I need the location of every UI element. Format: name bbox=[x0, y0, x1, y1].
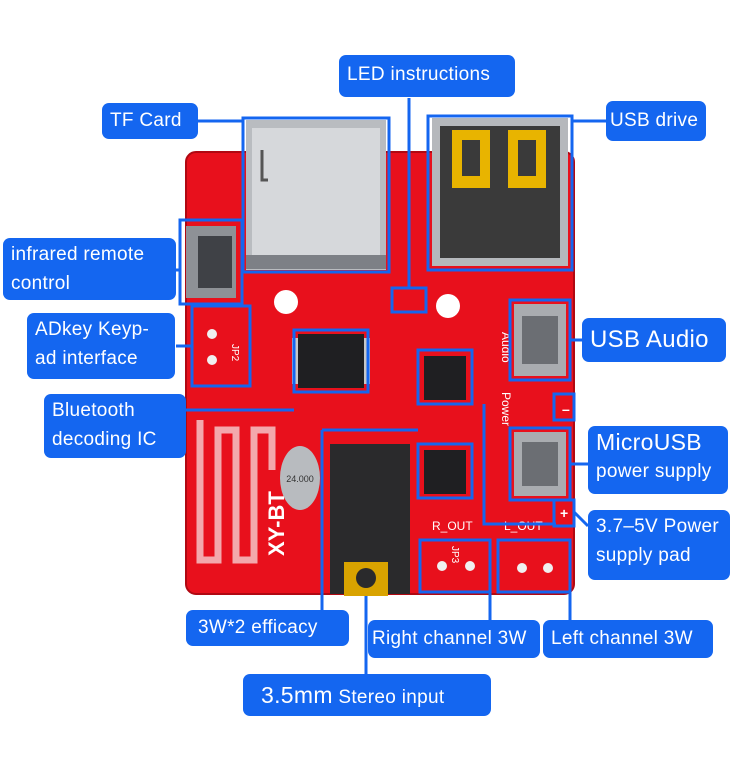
label-efficacy: 3W*2 efficacy bbox=[186, 610, 349, 646]
label-efficacy-text: 3W*2 efficacy bbox=[198, 617, 318, 638]
mount-hole bbox=[436, 294, 460, 318]
label-bluetooth-ic: Bluetooth decoding IC bbox=[44, 394, 186, 458]
board-minus-text: – bbox=[562, 401, 570, 417]
label-usb-audio: USB Audio bbox=[582, 318, 726, 362]
label-microusb-power: MicroUSB power supply bbox=[588, 426, 728, 494]
label-bluetooth-line1: Bluetooth bbox=[52, 400, 135, 421]
amplifier-ic bbox=[424, 356, 466, 494]
label-infrared-remote: infrared remote control bbox=[3, 238, 176, 300]
label-adkey-interface: ADkey Keyp- ad interface bbox=[27, 313, 175, 379]
usb-audio-port bbox=[514, 304, 566, 376]
label-infrared-line1: infrared remote bbox=[11, 244, 145, 265]
label-stereo-small: Stereo input bbox=[332, 687, 445, 708]
microusb-power-port bbox=[514, 432, 566, 496]
label-led-text: LED instructions bbox=[347, 64, 491, 85]
bluetooth-ic bbox=[292, 334, 370, 388]
bluetooth-antenna bbox=[196, 420, 276, 564]
label-adkey-line2: ad interface bbox=[35, 348, 138, 369]
mount-hole bbox=[274, 290, 298, 314]
label-power-pad-line2: supply pad bbox=[596, 545, 691, 566]
label-microusb-line1: MicroUSB bbox=[596, 429, 702, 455]
label-microusb-line2: power supply bbox=[596, 461, 712, 482]
label-tf-card: TF Card bbox=[102, 103, 198, 139]
board-jp2-text: JP2 bbox=[229, 344, 240, 362]
label-stereo-input: 3.5mm Stereo input bbox=[243, 674, 491, 716]
connector-lines bbox=[176, 98, 608, 676]
board-rout-text: R_OUT bbox=[432, 519, 473, 533]
label-usb-drive-text: USB drive bbox=[610, 110, 699, 131]
board-jp3-text: JP3 bbox=[449, 546, 460, 564]
board-brand-text: XY-BT bbox=[264, 491, 289, 556]
board-lout-text: L_OUT bbox=[504, 519, 543, 533]
label-right-channel-text: Right channel 3W bbox=[372, 628, 527, 649]
label-usb-drive: USB drive bbox=[606, 101, 706, 141]
audio-jack bbox=[330, 444, 410, 596]
label-usb-audio-text: USB Audio bbox=[590, 326, 709, 353]
label-right-channel: Right channel 3W bbox=[368, 620, 540, 658]
label-left-channel: Left channel 3W bbox=[543, 620, 713, 658]
crystal-oscillator bbox=[280, 446, 320, 510]
label-power-pad-line1: 3.7–5V Power bbox=[596, 516, 719, 537]
board-power-text: Power bbox=[499, 392, 513, 426]
usb-a-port bbox=[432, 118, 568, 266]
label-power-pad: 3.7–5V Power supply pad bbox=[588, 510, 730, 580]
ir-receiver bbox=[186, 226, 236, 298]
label-tf-text: TF Card bbox=[110, 110, 182, 131]
label-left-channel-text: Left channel 3W bbox=[551, 628, 693, 649]
label-bluetooth-line2: decoding IC bbox=[52, 429, 157, 450]
crystal-label: 24.000 bbox=[286, 474, 314, 484]
label-stereo-big: 3.5mm bbox=[261, 682, 333, 708]
label-adkey-line1: ADkey Keyp- bbox=[35, 319, 150, 340]
tf-card-slot bbox=[246, 120, 386, 270]
label-led-instructions: LED instructions bbox=[339, 55, 515, 97]
board-plus-text: + bbox=[560, 505, 568, 521]
label-infrared-line2: control bbox=[11, 273, 71, 294]
speaker-pads bbox=[207, 329, 553, 573]
